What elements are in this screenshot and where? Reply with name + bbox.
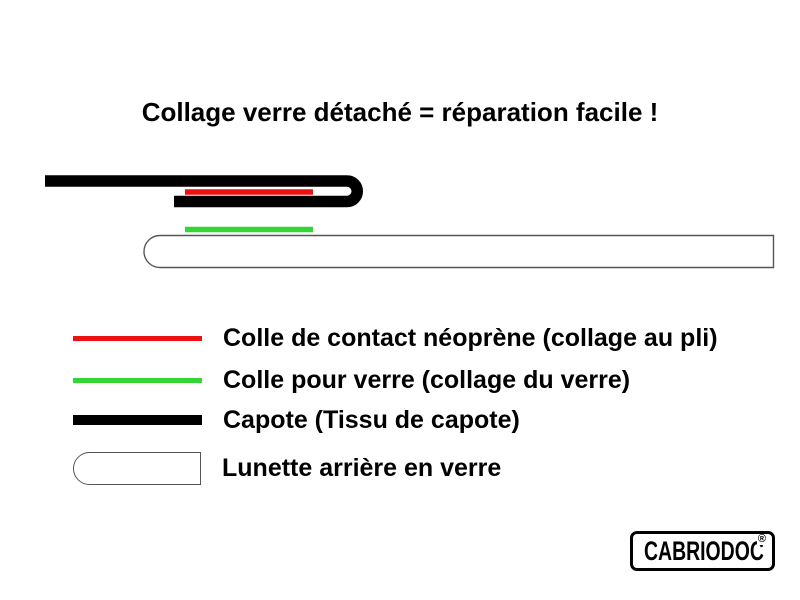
legend-item: Colle pour verre (collage du verre): [73, 365, 630, 395]
glass-glue-swatch: [73, 377, 202, 383]
rear-window-glass-swatch: [73, 451, 201, 485]
legend-item: Lunette arrière en verre: [73, 451, 501, 485]
registered-trademark-icon: ®: [756, 533, 767, 545]
capote-fold-shape: [45, 175, 363, 208]
legend-item: Colle de contact néoprène (collage au pl…: [73, 323, 718, 353]
page-title: Collage verre détaché = réparation facil…: [141, 97, 659, 127]
brand-logo: CABRIODOC ®: [630, 531, 775, 571]
legend-item-label: Colle de contact néoprène (collage au pl…: [223, 324, 718, 352]
brand-logo-text: CABRIODOC: [644, 535, 764, 566]
legend-item: Capote (Tissu de capote): [73, 405, 520, 435]
capote-swatch: [73, 415, 202, 425]
legend-item-label: Lunette arrière en verre: [222, 454, 502, 482]
neoprene-glue-swatch: [73, 335, 202, 341]
rear-window-glass-shape: [143, 234, 775, 269]
legend-item-label: Colle pour verre (collage du verre): [223, 366, 631, 394]
legend-item-label: Capote (Tissu de capote): [223, 406, 520, 434]
repair-diagram: [45, 175, 775, 269]
